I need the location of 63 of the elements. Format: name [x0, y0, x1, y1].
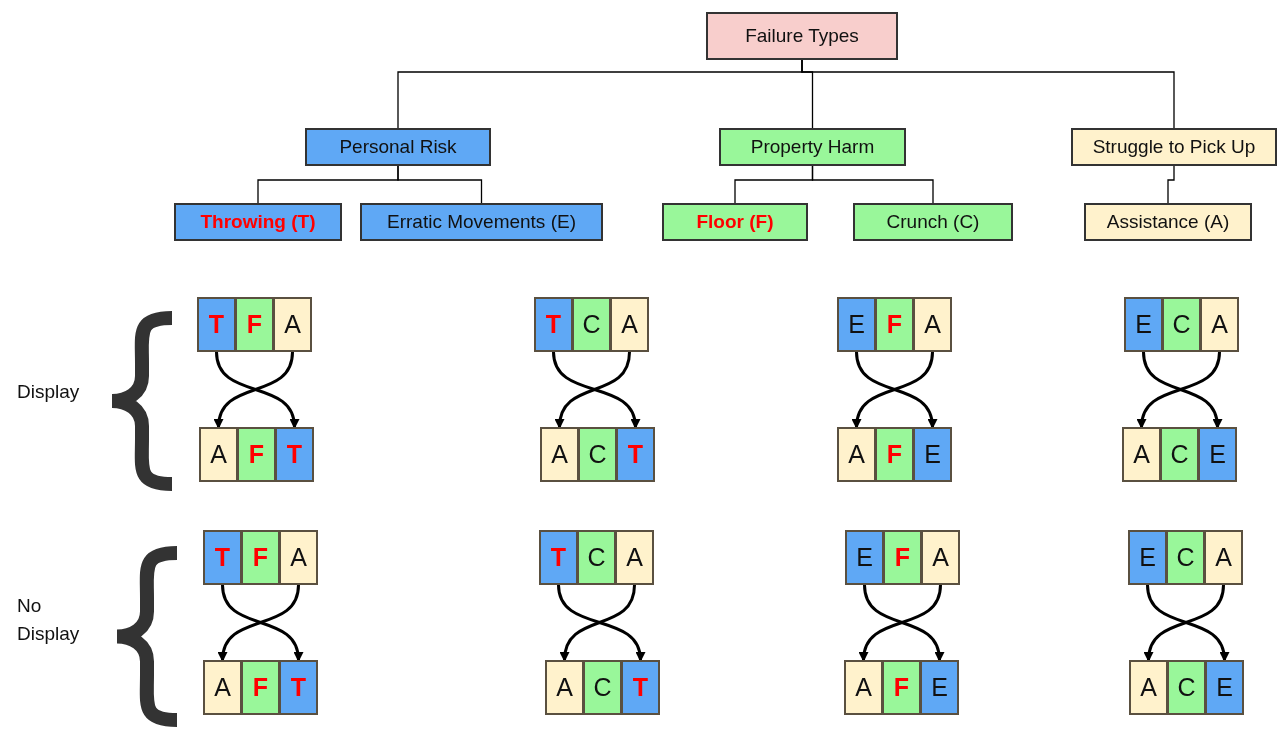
- letter-cell: T: [534, 297, 573, 352]
- letter-cell: E: [1124, 297, 1163, 352]
- letter-cell: A: [199, 427, 238, 482]
- letter-cell: T: [279, 660, 318, 715]
- letter-cell: E: [1205, 660, 1244, 715]
- letter-cell: A: [279, 530, 318, 585]
- letter-cell: A: [540, 427, 579, 482]
- letter-cell: A: [1129, 660, 1168, 715]
- letter-cell: T: [539, 530, 578, 585]
- letter-cell: T: [621, 660, 660, 715]
- letter-cell: T: [275, 427, 314, 482]
- letter-cell: C: [1160, 427, 1199, 482]
- letter-cell: A: [837, 427, 876, 482]
- connector-line: [801, 59, 1175, 129]
- letter-cell: C: [583, 660, 622, 715]
- connector-line: [811, 165, 934, 204]
- category-box: Assistance (A): [1084, 203, 1252, 241]
- letter-cell: E: [837, 297, 876, 352]
- connector-line: [1167, 165, 1175, 204]
- letter-cell: A: [913, 297, 952, 352]
- category-box: Personal Risk: [305, 128, 491, 166]
- letter-cell: E: [913, 427, 952, 482]
- letter-cell: A: [610, 297, 649, 352]
- category-box: Failure Types: [706, 12, 898, 60]
- letter-cell: A: [1204, 530, 1243, 585]
- letter-cell: A: [273, 297, 312, 352]
- letter-cell: C: [1167, 660, 1206, 715]
- row-label: Display: [17, 380, 81, 404]
- letter-cell: C: [572, 297, 611, 352]
- letter-cell: E: [845, 530, 884, 585]
- letter-cell: E: [1128, 530, 1167, 585]
- letter-cell: F: [875, 297, 914, 352]
- letter-cell: C: [1166, 530, 1205, 585]
- letter-cell: A: [844, 660, 883, 715]
- letter-cell: F: [235, 297, 274, 352]
- letter-cell: F: [883, 530, 922, 585]
- letter-cell: F: [875, 427, 914, 482]
- letter-cell: A: [1122, 427, 1161, 482]
- letter-cell: F: [241, 530, 280, 585]
- connector-line: [397, 165, 483, 204]
- letter-cell: F: [882, 660, 921, 715]
- letter-cell: T: [616, 427, 655, 482]
- letter-cell: T: [203, 530, 242, 585]
- row-label: No Display: [17, 594, 81, 646]
- letter-cell: F: [241, 660, 280, 715]
- letter-cell: T: [197, 297, 236, 352]
- category-box: Throwing (T): [174, 203, 342, 241]
- category-box: Crunch (C): [853, 203, 1013, 241]
- letter-cell: E: [920, 660, 959, 715]
- letter-cell: C: [1162, 297, 1201, 352]
- letter-cell: A: [545, 660, 584, 715]
- category-box: Floor (F): [662, 203, 808, 241]
- category-box: Struggle to Pick Up: [1071, 128, 1277, 166]
- letter-cell: A: [615, 530, 654, 585]
- category-box: Property Harm: [719, 128, 906, 166]
- letter-cell: C: [577, 530, 616, 585]
- letter-cell: C: [578, 427, 617, 482]
- letter-cell: A: [921, 530, 960, 585]
- category-box: Erratic Movements (E): [360, 203, 603, 241]
- letter-cell: E: [1198, 427, 1237, 482]
- letter-cell: A: [1200, 297, 1239, 352]
- letter-cell: A: [203, 660, 242, 715]
- letter-cell: F: [237, 427, 276, 482]
